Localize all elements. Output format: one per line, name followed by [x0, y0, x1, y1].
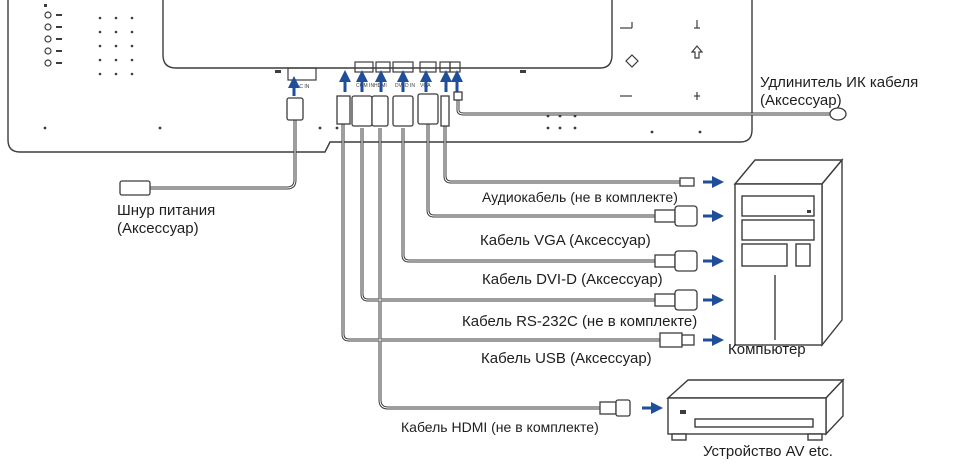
device-arrows: [642, 176, 724, 414]
port-label-ac-in: AC IN: [296, 84, 310, 90]
ir-cable-sublabel: (Аксессуар): [760, 92, 842, 109]
connectors-top: [286, 91, 463, 127]
av-device-label: Устройство AV etc.: [703, 443, 833, 460]
port-label-com: COM IN: [356, 83, 374, 89]
connectors-end: [119, 107, 847, 417]
usb-cable-label: Кабель USB (Аксессуар): [481, 350, 652, 367]
power-cord-sublabel: (Аксессуар): [117, 220, 199, 237]
audio-cable-label: Аудиокабель (не в комплекте): [482, 189, 678, 205]
rs232-cable-label: Кабель RS-232C (не в комплекте): [462, 313, 698, 330]
mount-marks: [620, 20, 704, 100]
dvi-cable-label: Кабель DVI-D (Аксессуар): [482, 271, 663, 288]
port-panel: [287, 61, 461, 81]
power-cord-label: Шнур питания: [117, 202, 216, 219]
vga-cable-label: Кабель VGA (Аксессуар): [480, 232, 651, 249]
computer-tower: [733, 158, 844, 347]
hdmi-cable-label: Кабель HDMI (не в комплекте): [401, 419, 599, 435]
ir-cable-label: Удлинитель ИК кабеля: [760, 74, 919, 91]
control-buttons: [44, 11, 52, 67]
av-device: [666, 378, 845, 441]
vent-dots: [43, 16, 702, 134]
port-label-dvi: DVI-D IN: [395, 83, 415, 89]
computer-label: Компьютер: [728, 341, 806, 358]
monitor-rear: [7, 0, 753, 153]
insert-arrows: [288, 70, 463, 96]
